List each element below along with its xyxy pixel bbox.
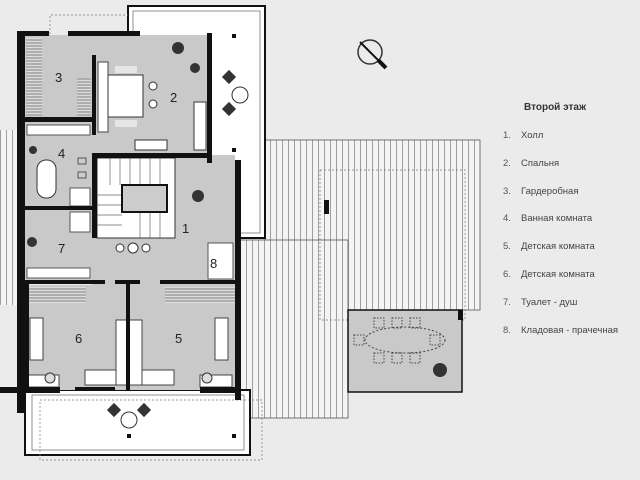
lower-balcony <box>24 389 263 461</box>
walls <box>0 31 463 413</box>
terrace-deck <box>0 130 481 419</box>
bed-icon <box>97 61 207 151</box>
staircase-icon <box>96 157 176 239</box>
plant-icon <box>27 42 447 377</box>
room-number-4: 4 <box>58 146 65 161</box>
room-number-3: 3 <box>55 70 62 85</box>
room-number-5: 5 <box>175 331 182 346</box>
legend-item: 5.Детская комната <box>503 241 595 253</box>
dining-table-icon <box>353 317 446 364</box>
legend-item: 4.Ванная комната <box>503 213 593 225</box>
legend: Второй этаж 1.Холл 2.Спальня 3.Гардеробн… <box>500 100 640 350</box>
legend-item: 7.Туалет - душ <box>503 296 578 308</box>
room-number-1: 1 <box>182 221 189 236</box>
legend-item: 8.Кладовая - прачечная <box>503 324 619 336</box>
room-number-8: 8 <box>210 256 217 271</box>
legend-item: 3.Гардеробная <box>503 185 579 197</box>
room-number-2: 2 <box>170 90 177 105</box>
bathtub-icon <box>26 124 91 279</box>
legend-item: 6.Детская комната <box>503 268 595 280</box>
room-number-7: 7 <box>58 241 65 256</box>
dining-terrace <box>347 309 463 393</box>
legend-title: Второй этаж <box>524 102 587 113</box>
compass-icon <box>357 39 388 70</box>
legend-item: 2.Спальня <box>503 157 560 169</box>
room-number-6: 6 <box>75 331 82 346</box>
legend-item: 1.Холл <box>503 130 544 141</box>
